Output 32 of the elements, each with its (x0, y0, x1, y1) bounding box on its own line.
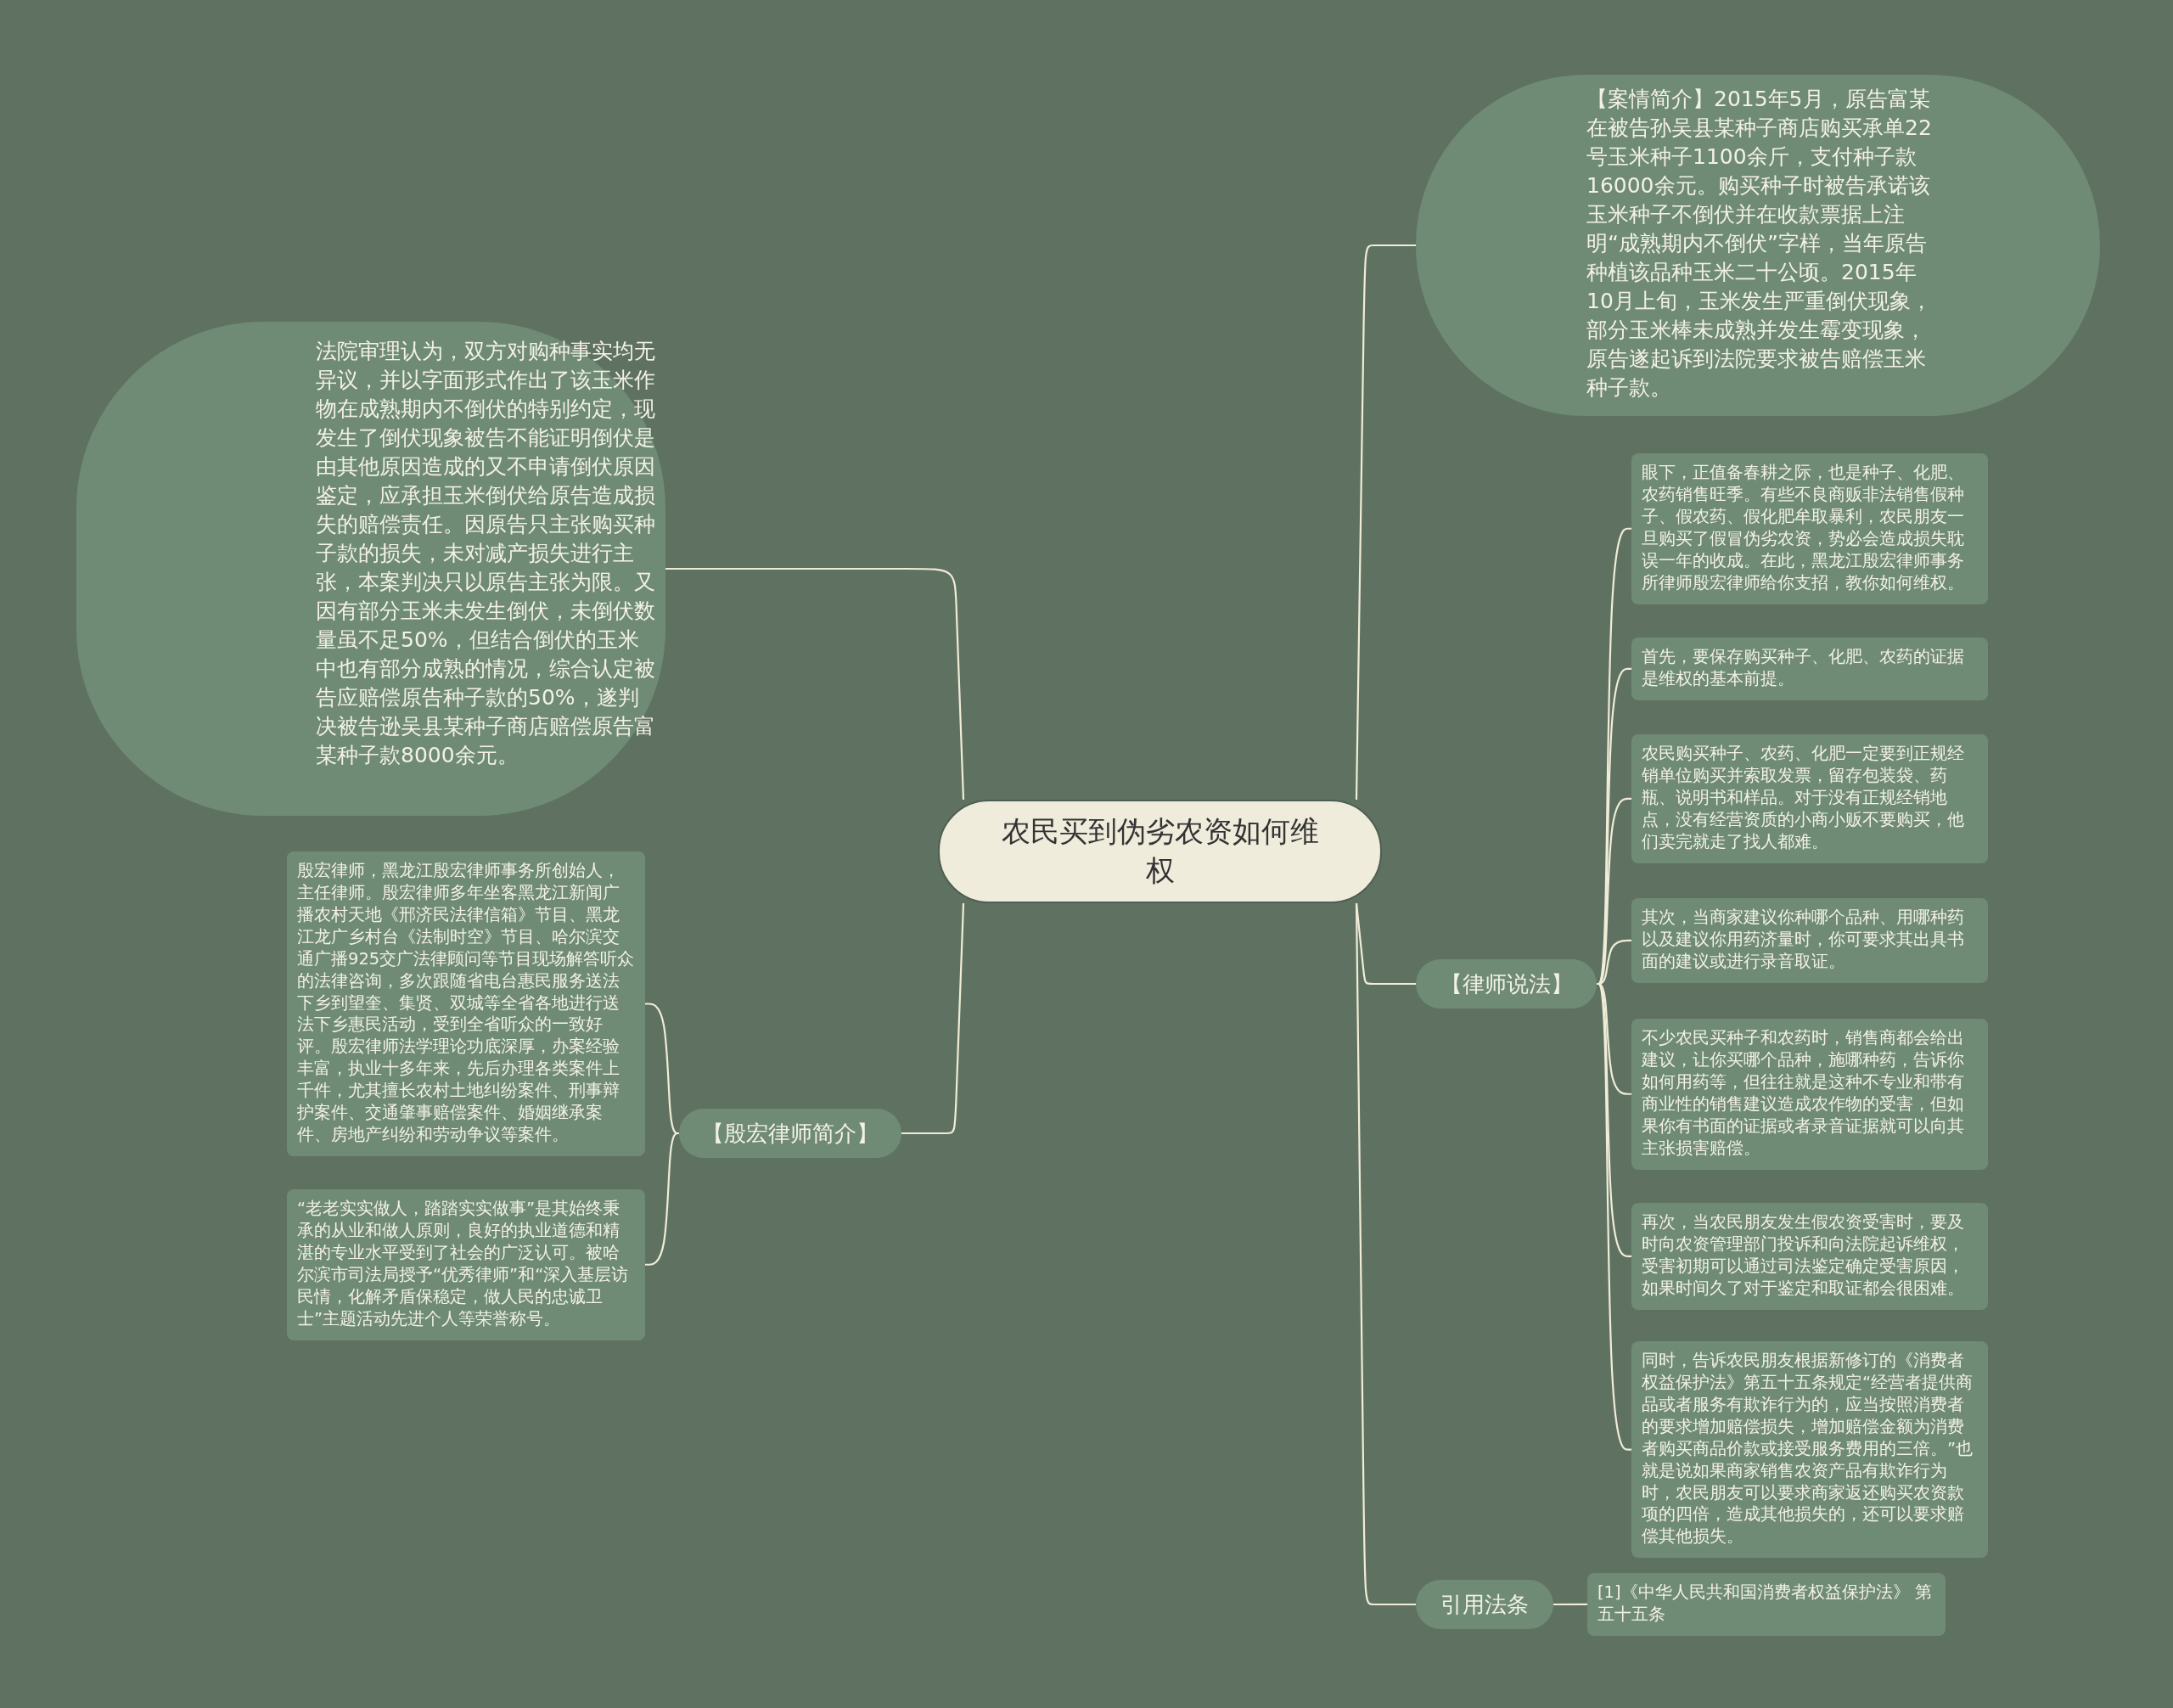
text-card (1631, 1019, 1988, 1170)
branch-label: 【律师说法】 (1440, 969, 1573, 998)
card-text: 殷宏律师，黑龙江殷宏律师事务所创始人，主任律师。殷宏律师多年坐客黑龙江新闻广播农村天地《邢济民法律信箱》节目、黑龙江龙广乡村台《法制时空》节目、哈尔滨交通广播925交广法律顾问等节目现场解答听众的法律咨询，多次跟随省电台惠民服务送法下乡到望奎、集贤、双城等全省各地进行送法下乡惠民活动，受到全省听众的一致好评。殷宏律师法学理论功底深厚，办案经验丰富，执业十多年来，先后办理各类案件上千件，尤其擅长农村土地纠纷案件、刑事辩护案件、交通肇事赔偿案件、婚姻继承案件、房地产纠纷和劳动争议等案件。 (297, 860, 635, 1146)
text-card (1587, 1573, 1946, 1636)
connector-line (1596, 982, 1632, 1451)
branch-label: 引用法条 (1440, 1590, 1529, 1619)
text-card (1631, 638, 1988, 700)
card-text: 眼下，正值备春耕之际，也是种子、化肥、农药销售旺季。有些不良商贩非法销售假种子、假农药、假化肥牟取暴利，农民朋友一旦购买了假冒伪劣农资，势必会造成损失耽误一年的收成。在此，黑龙江殷宏律师事务所律师殷宏律师给你支招，教你如何维权。 (1642, 462, 1965, 594)
connector-line (1596, 667, 1631, 986)
topic-title: 农民买到伪劣农资如何维权 (1000, 813, 1320, 889)
connector-line (645, 1132, 680, 1266)
connector-line (1553, 1603, 1587, 1606)
card-text: 不少农民买种子和农药时，销售商都会给出建议，让你买哪个品种，施哪种药，告诉你如何用药等，但往往就是这种不专业和带有商业性的销售建议造成农作物的受害，但如果你有书面的证据或者录音证据就可以向其主张损害赔偿。 (1642, 1027, 1965, 1160)
text-card (1631, 1203, 1988, 1310)
card-text: [1]《中华人民共和国消费者权益保护法》 第五十五条 (1597, 1582, 1933, 1626)
card-text: 首先，要保存购买种子、化肥、农药的证据是维权的基本前提。 (1642, 646, 1965, 690)
connector-line (1355, 903, 1416, 1606)
card-text: 同时，告诉农民朋友根据新修订的《消费者权益保护法》第五十五条规定“经营者提供商品或者服务有欺诈行为的，应当按照消费者的要求增加赔偿损失，增加赔偿金额为消费者购买商品价款或接受服务费用的三倍。”也就是说如果商家销售农资产品有欺诈行为时，农民朋友可以要求商家返还购买农资款项的四倍，造成其他损失的，还可以要求赔偿其他损失。 (1642, 1350, 1974, 1548)
connector-line (665, 567, 965, 801)
card-text: “老老实实做人，踏踏实实做事”是其始终秉承的从业和做人原则，良好的执业道德和精湛的专业水平受到了社会的广泛认可。被哈尔滨市司法局授予“优秀律师”和“深入基层访民情，化解矛盾保稳定，做人民的忠诚卫士”主题活动先进个人等荣誉称号。 (297, 1198, 630, 1330)
text-card (1631, 734, 1988, 863)
branch-label: 【殷宏律师简介】 (702, 1119, 879, 1148)
card-text: 其次，当商家建议你种哪个品种、用哪种药以及建议你用药济量时，你可要求其出具书面的建议或进行录音取证。 (1642, 907, 1965, 973)
card-text: 再次，当农民朋友发生假农资受害时，要及时向农资管理部门投诉和向法院起诉维权，受害初期可以通过司法鉴定确定受害原因，如果时间久了对于鉴定和取证都会很困难。 (1642, 1211, 1965, 1300)
bubble-text: 法院审理认为，双方对购种事实均无异议，并以字面形式作出了该玉米作物在成熟期内不倒伏的特别约定，现发生了倒伏现象被告不能证明倒伏是由其他原因造成的又不申请倒伏原因鉴定，应承担玉米倒伏给原告造成损失的赔偿责任。因原告只主张购买种子款的损失，未对减产损失进行主张，本案判决只以原告主张为限。又因有部分玉米未发生倒伏，未倒伏数量虽不足50%，但结合倒伏的玉米中也有部分成熟的情况，综合认定被告应赔偿原告种子款的50%，遂判决被告逊吴县某种子商店赔偿原告富某种子款8000余元。 (316, 338, 656, 769)
bubble-text: 【案情简介】2015年5月，原告富某在被告孙吴县某种子商店购买承单22号玉米种子1100余斤，支付种子款16000余元。购买种子时被告承诺该玉米种子不倒伏并在收款票据上注明“成熟期内不倒伏”字样，当年原告种植该品种玉米二十公顷。2015年10月上旬，玉米发生严重倒伏现象，部分玉米棒未成熟并发生霉变现象，原告遂起诉到法院要求被告赔偿玉米种子款。 (1586, 86, 1933, 402)
connector-line (901, 902, 965, 1135)
card-text: 农民购买种子、农药、化肥一定要到正规经销单位购买并索取发票，留存包装袋、药瓶、说明书和样品。对于没有正规经销地点，没有经营资质的小商小贩不要购买，他们卖完就走了找人都难。 (1642, 743, 1965, 853)
text-card (287, 1189, 645, 1340)
text-card (1631, 898, 1988, 983)
connector-line (1355, 244, 1416, 800)
text-card (1631, 453, 1988, 604)
